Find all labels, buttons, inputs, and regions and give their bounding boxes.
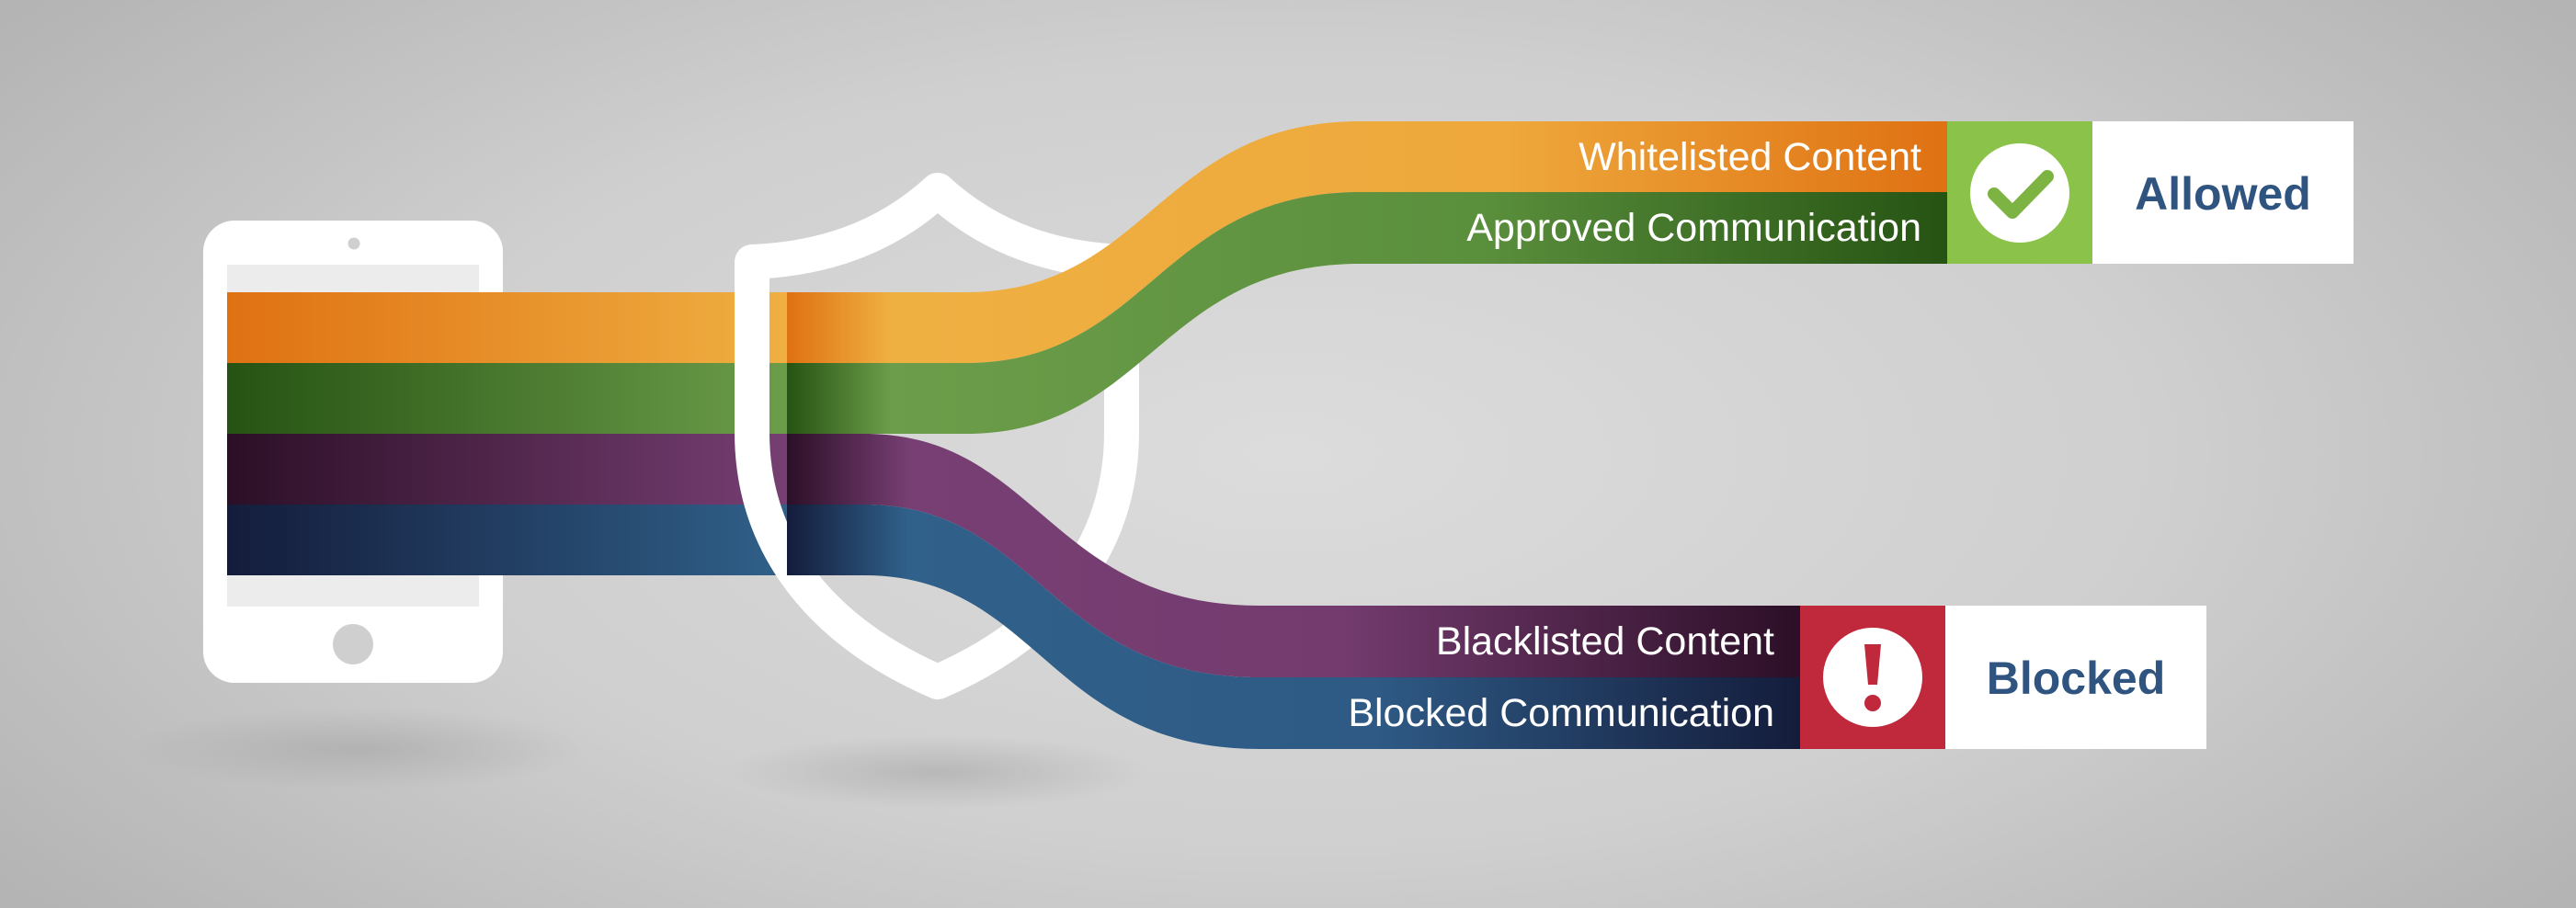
label-approved-communication: Approved Communication (1466, 206, 1921, 250)
band-approved-input (227, 363, 790, 434)
label-blocked-communication: Blocked Communication (1348, 691, 1774, 735)
blocked-panel: Blocked (1800, 606, 2206, 749)
stream-bands-input (227, 292, 790, 575)
band-approved-output (787, 192, 1947, 434)
band-blocked-output (787, 505, 1800, 749)
checkmark-icon (1970, 143, 2069, 243)
exclamation-icon (1823, 628, 1922, 727)
label-whitelisted-content: Whitelisted Content (1579, 135, 1921, 179)
allowed-panel: Allowed (1947, 121, 2354, 264)
blocked-label: Blocked (1987, 653, 2166, 704)
band-blocked-input (227, 505, 790, 575)
allowed-box (2092, 121, 2354, 264)
shield-shadow (726, 735, 1149, 809)
label-blacklisted-content: Blacklisted Content (1436, 619, 1774, 664)
stream-bands-output (787, 121, 1947, 749)
band-blacklisted-input (227, 434, 790, 505)
band-blacklisted-output (787, 434, 1800, 677)
blocked-box (1945, 606, 2206, 749)
band-whitelisted-input (227, 292, 790, 363)
band-whitelisted-output (787, 121, 1947, 363)
allowed-label: Allowed (2135, 168, 2311, 220)
stream-labels: Whitelisted Content Approved Communicati… (1348, 135, 1921, 735)
phone-shadow (129, 708, 588, 790)
